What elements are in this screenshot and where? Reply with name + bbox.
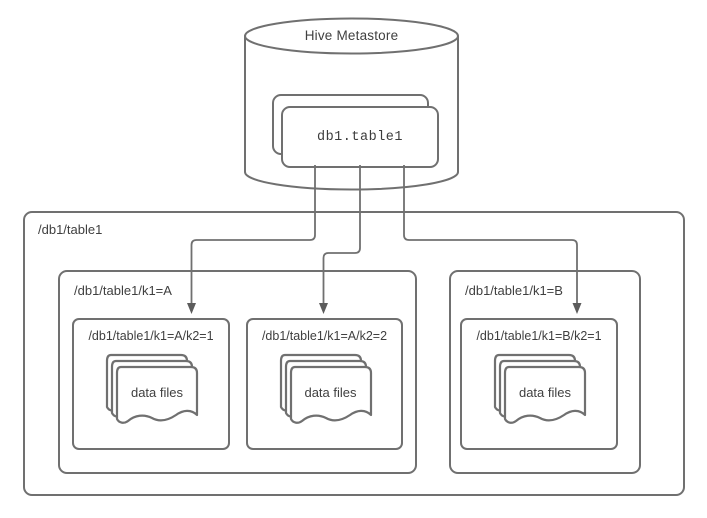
data-files-icon: data files (277, 353, 373, 431)
subpartition-b-k2-1-label: /db1/table1/k1=B/k2=1 (476, 329, 602, 343)
data-files-label: data files (130, 385, 184, 400)
data-files-icon: data files (103, 353, 199, 431)
subpartition-a-k2-1-label: /db1/table1/k1=A/k2=1 (88, 329, 214, 343)
data-files-label: data files (518, 385, 572, 400)
hive-metastore-label: Hive Metastore (304, 28, 399, 43)
subpartition-box-a-k2-2: /db1/table1/k1=A/k2=2 data files (246, 318, 403, 450)
subpartition-a-k2-2-label: /db1/table1/k1=A/k2=2 (261, 329, 388, 343)
data-files-icon: data files (491, 353, 587, 431)
cylinder-top (244, 17, 459, 55)
table-directory-label: /db1/table1 (38, 222, 103, 237)
table-card-label: db1.table1 (316, 129, 403, 145)
partition-k1-a-label: /db1/table1/k1=A (74, 283, 172, 298)
subpartition-box-a-k2-1: /db1/table1/k1=A/k2=1 data files (72, 318, 230, 450)
data-files-label: data files (304, 385, 357, 400)
subpartition-box-b-k2-1: /db1/table1/k1=B/k2=1 data files (460, 318, 618, 450)
table-card: db1.table1 (281, 106, 439, 168)
partition-k1-b-label: /db1/table1/k1=B (465, 283, 563, 298)
